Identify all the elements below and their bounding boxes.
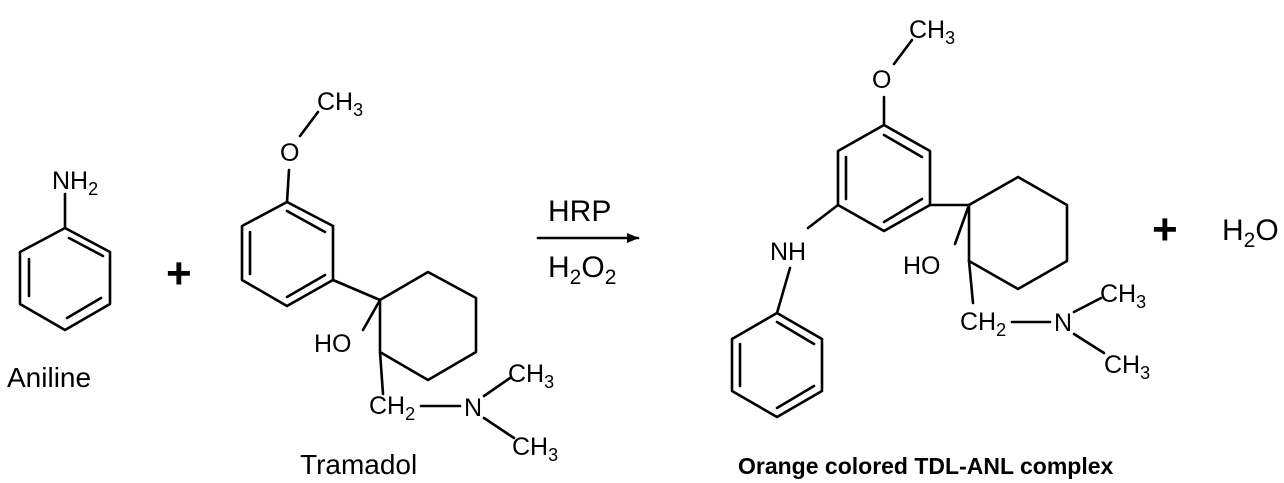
tramadol-c-oh-bond — [361, 298, 382, 332]
product-oxygen-label: O — [872, 66, 891, 94]
catalyst-label: HRP — [548, 195, 611, 228]
tramadol-methoxy-methyl-label: CH3 — [317, 88, 363, 120]
product-nitrogen-label: N — [1054, 309, 1072, 337]
tramadol-name: Tramadol — [300, 449, 417, 480]
water-label: H2O — [1222, 214, 1279, 252]
tramadol-ring-ch2-bond — [378, 350, 385, 396]
product-c-nh-bond — [806, 203, 840, 230]
aniline-benzene-ring — [18, 226, 112, 332]
product-n-ch3-bottom-bond — [1072, 332, 1106, 355]
product-central-ring — [836, 123, 932, 233]
aniline-structure: NH2 Aniline — [7, 167, 112, 393]
product-methylene-label: CH2 — [960, 308, 1006, 340]
product-nh-phenyl-bond — [775, 266, 792, 315]
product-methoxy-methyl-label: CH3 — [909, 16, 955, 48]
tramadol-methylene-label: CH2 — [369, 392, 415, 424]
tramadol-cyclohexane-ring — [378, 270, 478, 382]
product-ring-ch2-bond — [967, 259, 975, 305]
tramadol-inner-bond-3 — [285, 209, 327, 234]
aniline-inner-bond-1 — [67, 236, 105, 258]
tramadol-n-ch3-bottom-bond — [482, 416, 516, 440]
tramadol-aryl-cyclohexyl-bond — [331, 278, 382, 302]
product-name: Orange colored TDL-ANL complex — [738, 453, 1114, 479]
tramadol-inner-bond-2 — [285, 273, 327, 299]
product-cyclohexane-ring — [967, 175, 1069, 291]
product-hydroxyl-label: HO — [903, 252, 941, 280]
product-n-ch3-top-bond — [1072, 296, 1103, 314]
tramadol-n-methyl-bottom-label: CH3 — [512, 433, 558, 465]
tramadol-o-ch3-bond — [298, 110, 320, 138]
product-phenyl-inner-bond-1 — [775, 320, 816, 346]
product-complex-structure: CH3 O NH HO CH2 N CH3 CH3 Orange colored… — [730, 16, 1150, 479]
tramadol-hydroxyl-label: HO — [314, 330, 352, 358]
reaction-arrow-group: HRP H2O2 — [536, 195, 640, 289]
tramadol-c-o-bond — [285, 168, 291, 204]
tramadol-n-ch3-top-bond — [482, 376, 512, 398]
product-central-inner-bond-2 — [882, 197, 924, 224]
tramadol-structure: O CH3 HO CH2 N CH3 CH3 Tramadol — [240, 88, 558, 480]
product-o-ch3-bond — [892, 38, 914, 66]
product-phenyl-ring — [730, 311, 824, 419]
plus-sign-1: + — [166, 249, 192, 298]
product-n-methyl-top-label: CH3 — [1100, 280, 1146, 312]
tramadol-oxygen-label: O — [280, 139, 299, 167]
aniline-name: Aniline — [7, 362, 91, 393]
tramadol-n-methyl-top-label: CH3 — [508, 360, 554, 392]
reagent-label: H2O2 — [548, 251, 616, 289]
product-n-methyl-bottom-label: CH3 — [1104, 351, 1150, 383]
product-c-oh-bond — [953, 203, 971, 246]
plus-sign-2: + — [1152, 205, 1178, 254]
tramadol-nitrogen-label: N — [464, 394, 482, 422]
product-central-inner-bond-1 — [882, 133, 924, 159]
product-nh-label: NH — [770, 238, 806, 266]
product-phenyl-inner-bond-2 — [775, 384, 816, 410]
tramadol-benzene-ring — [240, 200, 335, 308]
aniline-inner-bond-2 — [65, 296, 103, 320]
aniline-amine-label: NH2 — [52, 167, 98, 199]
